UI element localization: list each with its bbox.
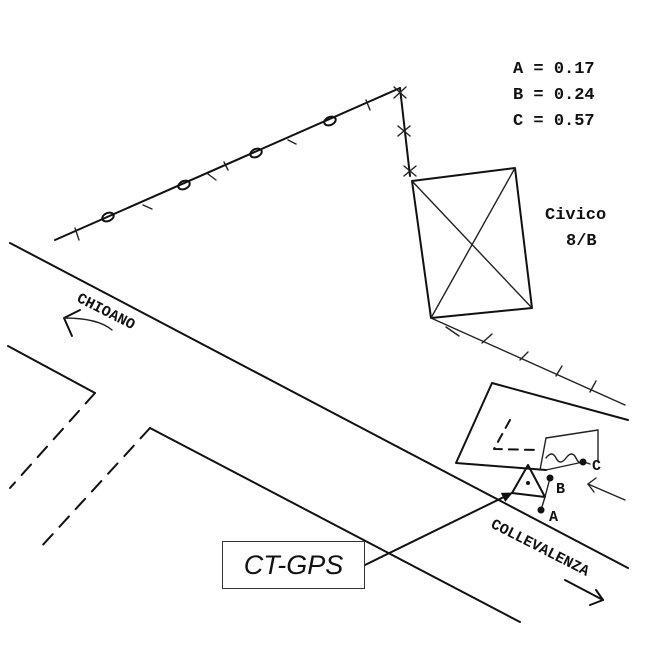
point-c-marker bbox=[579, 458, 587, 466]
building-label-line2: 8/B bbox=[566, 232, 597, 251]
values-legend: A = 0.17 B = 0.24 C = 0.57 bbox=[513, 60, 595, 131]
property-block bbox=[455, 382, 629, 501]
point-a-marker bbox=[537, 506, 545, 514]
fence-post bbox=[323, 115, 337, 127]
point-b-label: B bbox=[556, 481, 565, 498]
point-c-label: C bbox=[592, 458, 601, 475]
gps-leader-arrow bbox=[364, 492, 513, 566]
value-b-row: B = 0.24 bbox=[513, 86, 595, 105]
fence-boundary-x bbox=[393, 86, 417, 177]
gps-label-box: CT-GPS bbox=[222, 541, 365, 589]
fence-post bbox=[177, 179, 191, 191]
point-a-label: A bbox=[549, 509, 558, 526]
building-footprint bbox=[411, 167, 533, 319]
control-point bbox=[511, 458, 587, 514]
fence-post bbox=[249, 147, 263, 159]
gps-label-text: CT-GPS bbox=[243, 549, 344, 580]
fence-line bbox=[54, 87, 401, 241]
hedge-line bbox=[430, 317, 626, 406]
main-road bbox=[7, 242, 629, 623]
arrow-collevalenza bbox=[564, 579, 604, 606]
street-label-collevalenza: COLLEVALENZA bbox=[488, 516, 592, 580]
value-c-row: C = 0.57 bbox=[513, 112, 595, 131]
arrow-chioano bbox=[63, 309, 113, 337]
value-a-row: A = 0.17 bbox=[513, 60, 595, 79]
building-label-line1: Civico bbox=[545, 206, 606, 225]
point-b-marker bbox=[546, 474, 554, 482]
fence-post bbox=[101, 211, 115, 223]
street-label-chioano: CHIOANO bbox=[74, 290, 138, 334]
